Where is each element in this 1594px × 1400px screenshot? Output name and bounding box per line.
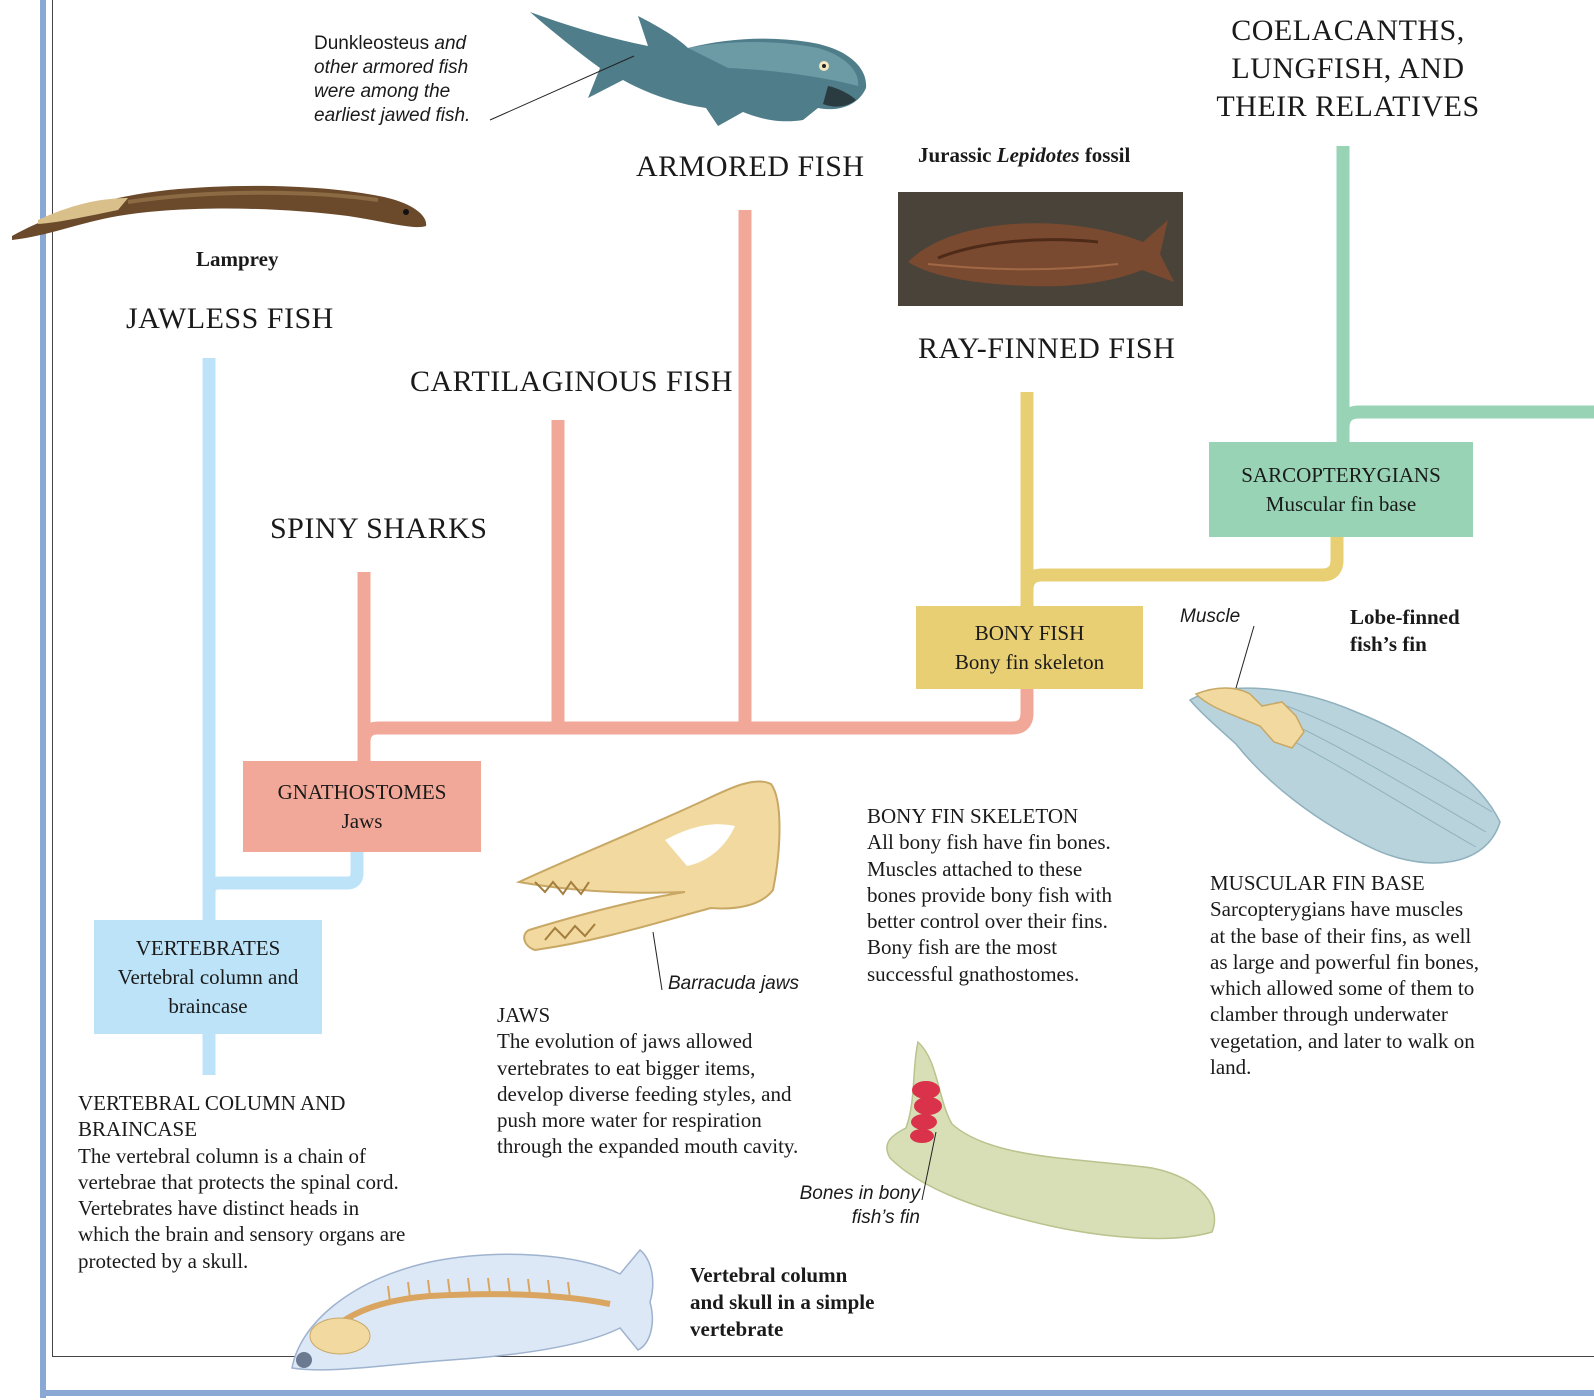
bones-leader-line	[918, 1130, 940, 1202]
text-vertebral-column: VERTEBRAL COLUMN AND BRAINCASE The verte…	[78, 1090, 412, 1274]
barracuda-leader-line	[650, 930, 670, 992]
box-gnathostomes: GNATHOSTOMES Jaws	[243, 761, 481, 852]
label-cartilaginous-fish: CARTILAGINOUS FISH	[410, 365, 733, 399]
text-jaws-body: The evolution of jaws allowed vertebrate…	[497, 1029, 798, 1158]
caption-dunkleosteus: Dunkleosteus and other armored fish were…	[314, 32, 504, 128]
label-ray-finned-fish: RAY-FINNED FISH	[918, 332, 1175, 366]
caption-bones-in-fin: Bones in bony fish’s fin	[782, 1182, 920, 1230]
box-vertebrates: VERTEBRATES Vertebral column and brainca…	[94, 920, 322, 1034]
lamprey-illustration	[8, 176, 433, 246]
text-jaws: JAWS The evolution of jaws allowed verte…	[497, 1002, 821, 1160]
branch-gnath-main	[364, 688, 1027, 742]
muscle-leader-line	[1230, 624, 1260, 690]
box-sarcopterygians-subtitle: Muscular fin base	[1266, 490, 1416, 519]
text-jaws-heading: JAWS	[497, 1002, 821, 1028]
box-bony-fish-subtitle: Bony fin skeleton	[955, 648, 1104, 677]
dunkleosteus-leader-line	[488, 54, 638, 124]
branch-tetrapods	[1343, 412, 1594, 428]
lepidotes-fossil-photo	[898, 192, 1183, 306]
caption-lobe-finned-fin: Lobe-finned fish’s fin	[1350, 604, 1500, 658]
box-gnathostomes-title: GNATHOSTOMES	[278, 778, 447, 807]
text-vertebral-body: The vertebral column is a chain of verte…	[78, 1144, 405, 1273]
lobe-fin-illustration	[1186, 672, 1504, 872]
box-bony-fish: BONY FISH Bony fin skeleton	[916, 606, 1143, 689]
label-armored-fish: ARMORED FISH	[636, 150, 865, 184]
label-coelacanths-line-1: COELACANTHS,	[1198, 12, 1498, 50]
label-coelacanths-line-3: THEIR RELATIVES	[1198, 88, 1498, 126]
caption-lepidotes-pre: Jurassic	[918, 143, 997, 167]
branch-bony-to-sarc	[1027, 537, 1337, 590]
box-bony-fish-title: BONY FISH	[975, 619, 1085, 648]
box-sarcopterygians-title: SARCOPTERYGIANS	[1241, 461, 1441, 490]
text-muscular-fin-heading: MUSCULAR FIN BASE	[1210, 870, 1480, 896]
box-vertebrates-subtitle: Vertebral column and braincase	[113, 963, 303, 1021]
caption-lepidotes: Jurassic Lepidotes fossil	[918, 142, 1130, 169]
text-bony-fin-body: All bony fish have fin bones. Muscles at…	[867, 830, 1112, 985]
caption-lamprey: Lamprey	[196, 246, 278, 273]
caption-barracuda-jaws: Barracuda jaws	[668, 972, 799, 996]
box-gnathostomes-subtitle: Jaws	[342, 807, 383, 836]
text-bony-fin-skeleton: BONY FIN SKELETON All bony fish have fin…	[867, 803, 1129, 987]
box-vertebrates-title: VERTEBRATES	[136, 934, 281, 963]
label-jawless-fish: JAWLESS FISH	[126, 302, 334, 336]
caption-dunkleosteus-name: Dunkleosteus	[314, 33, 429, 54]
label-spiny-sharks: SPINY SHARKS	[270, 512, 487, 546]
text-bony-fin-heading: BONY FIN SKELETON	[867, 803, 1129, 829]
text-vertebral-heading: VERTEBRAL COLUMN AND BRAINCASE	[78, 1090, 348, 1143]
text-muscular-fin-base: MUSCULAR FIN BASE Sarcopterygians have m…	[1210, 870, 1480, 1080]
caption-lepidotes-italic: Lepidotes	[997, 143, 1080, 167]
branch-vert-to-gnath	[209, 850, 357, 893]
label-coelacanths-line-2: LUNGFISH, AND	[1198, 50, 1498, 88]
box-sarcopterygians: SARCOPTERYGIANS Muscular fin base	[1209, 442, 1473, 537]
caption-simple-vertebrate: Vertebral column and skull in a simple v…	[690, 1262, 880, 1343]
label-coelacanths-lungfish: COELACANTHS, LUNGFISH, AND THEIR RELATIV…	[1198, 12, 1498, 126]
caption-lepidotes-post: fossil	[1080, 143, 1131, 167]
text-muscular-fin-body: Sarcopterygians have muscles at the base…	[1210, 897, 1479, 1079]
